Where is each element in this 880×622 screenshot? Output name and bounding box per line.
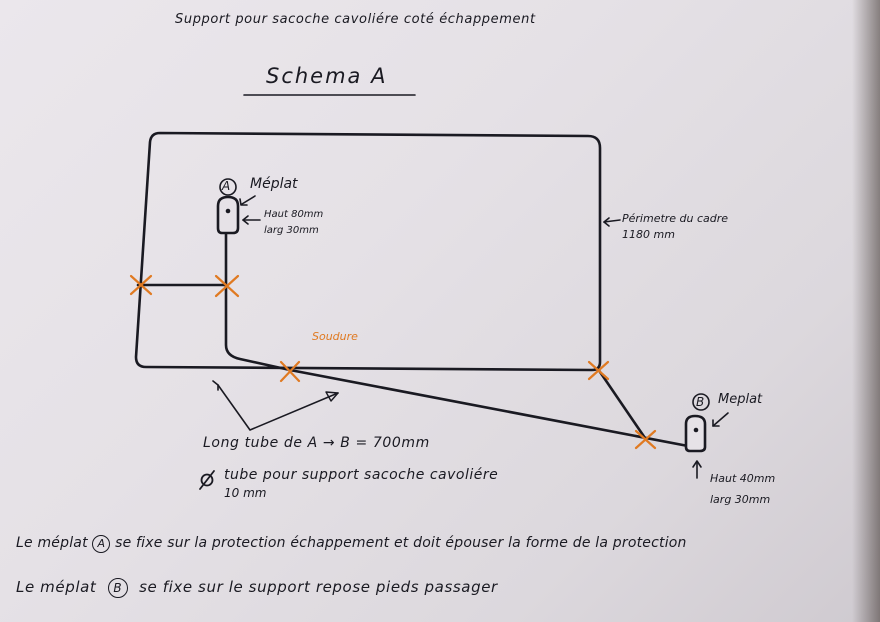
weld-mark bbox=[279, 360, 301, 383]
note-b-circle: B bbox=[107, 578, 128, 598]
diameter-symbol bbox=[200, 473, 214, 487]
meplat-a-height: Haut 80mm bbox=[264, 209, 324, 220]
diameter-symbol-text: Ø bbox=[236, 459, 237, 460]
tube-diameter-value: 10 mm bbox=[224, 486, 267, 500]
circle-a bbox=[219, 178, 237, 196]
perimeter-label: Périmetre du cadre bbox=[622, 212, 729, 225]
note-b-after: se fixe sur le support repose pieds pass… bbox=[139, 578, 498, 596]
note-a-circle: A bbox=[92, 535, 111, 553]
meplat-b-label: Meplat bbox=[718, 392, 763, 407]
paper-edge-shadow bbox=[852, 0, 880, 622]
frame-outline bbox=[134, 131, 602, 372]
page-title: Support pour sacoche cavoliére coté écha… bbox=[175, 12, 536, 27]
circle-b bbox=[692, 393, 710, 411]
soudure-label: Soudure bbox=[312, 330, 358, 343]
meplat-b-width: larg 30mm bbox=[710, 493, 771, 506]
weld-marks bbox=[129, 274, 657, 450]
perimeter-value: 1180 mm bbox=[622, 228, 675, 241]
note-meplat-b: Le méplat B se fixe sur le support repos… bbox=[16, 578, 498, 598]
note-meplat-a: Le méplat A se fixe sur la protection éc… bbox=[16, 535, 687, 553]
tube-a-vertical bbox=[224, 230, 292, 372]
arrow-meplat-b bbox=[712, 412, 729, 427]
meplat-a-plate bbox=[216, 195, 240, 235]
note-a-before: Le méplat bbox=[16, 535, 88, 551]
meplat-b-height: Haut 40mm bbox=[710, 472, 776, 485]
arrow-meplat-a bbox=[241, 195, 256, 205]
weld-mark bbox=[129, 274, 153, 296]
diagonal-brace bbox=[596, 367, 647, 440]
weld-mark bbox=[634, 429, 657, 450]
circle-b-letter: B bbox=[696, 395, 705, 409]
schema-title: Schema A bbox=[266, 64, 388, 88]
tube-a-to-b bbox=[288, 368, 690, 448]
tube-pointer-arrows bbox=[217, 384, 339, 431]
arrow-perimeter bbox=[603, 219, 621, 223]
meplat-b-plate bbox=[684, 414, 707, 453]
weld-mark bbox=[214, 274, 240, 298]
meplat-a-label: Méplat bbox=[250, 176, 298, 192]
tube-diameter-label: tube pour support sacoche cavoliére bbox=[224, 467, 499, 483]
tube-length-label: Long tube de A → B = 700mm bbox=[203, 435, 430, 451]
note-a-after: se fixe sur la protection échappement et… bbox=[115, 535, 687, 551]
circle-a-letter: A bbox=[222, 179, 231, 193]
meplat-a-width: larg 30mm bbox=[264, 225, 319, 236]
weld-mark bbox=[587, 360, 610, 381]
note-b-before: Le méplat bbox=[16, 578, 97, 596]
